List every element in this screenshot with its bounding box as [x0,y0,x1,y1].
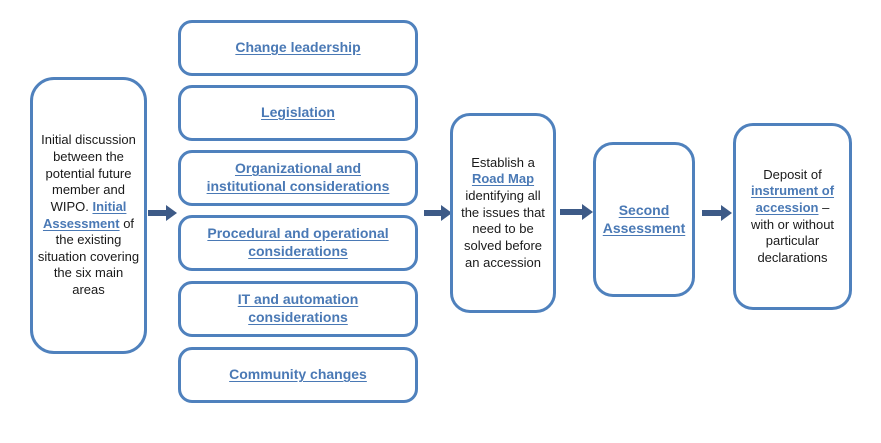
arrow-head-icon [166,205,177,221]
arrow-head-icon [582,204,593,220]
deposit-instrument-box: Deposit of instrument of accession – wit… [733,123,852,310]
arrow-shaft [148,210,166,216]
flow-arrow-4 [702,205,732,221]
roadmap-text-after: identifying all the issues that need to … [461,188,545,270]
arrow-shaft [702,210,721,216]
initial-assessment-link[interactable]: Initial Assessment [42,198,127,231]
instrument-of-accession-link[interactable]: instrument of accession [750,183,835,215]
flow-arrow-3 [560,204,593,220]
deposit-text-after: – with or without particular declaration… [750,199,835,265]
deposit-text-before: Deposit of [763,166,822,182]
area-box-community-changes: Community changes [178,347,418,403]
legislation-link[interactable]: Legislation [261,104,335,121]
second-assessment-link[interactable]: Second Assessment [602,201,686,236]
organizational-institutional-link[interactable]: Organizational and institutional conside… [206,160,390,194]
flow-arrow-1 [148,205,177,221]
initial-box-text-before: Initial discussion between the potential… [41,132,136,214]
initial-box-text-after: of the existing situation covering the s… [37,215,140,298]
area-box-procedural-operational: Procedural and operational consideration… [178,215,418,271]
area-box-change-leadership: Change leadership [178,20,418,76]
flow-arrow-2 [424,205,452,221]
arrow-shaft [424,210,441,216]
road-map-link[interactable]: Road Map [471,171,535,187]
second-assessment-box: Second Assessment [593,142,695,297]
area-box-legislation: Legislation [178,85,418,141]
area-box-it-automation: IT and automation considerations [178,281,418,337]
arrow-head-icon [721,205,732,221]
arrow-head-icon [441,205,452,221]
roadmap-text-before: Establish a [471,154,535,170]
road-map-box: Establish a Road Map identifying all the… [450,113,556,313]
initial-assessment-box: Initial discussion between the potential… [30,77,147,354]
arrow-shaft [560,209,582,215]
procedural-operational-link[interactable]: Procedural and operational consideration… [207,225,389,259]
change-leadership-link[interactable]: Change leadership [235,39,361,56]
community-changes-link[interactable]: Community changes [229,366,367,383]
area-box-organizational-institutional: Organizational and institutional conside… [178,150,418,206]
it-automation-link[interactable]: IT and automation considerations [237,291,359,325]
